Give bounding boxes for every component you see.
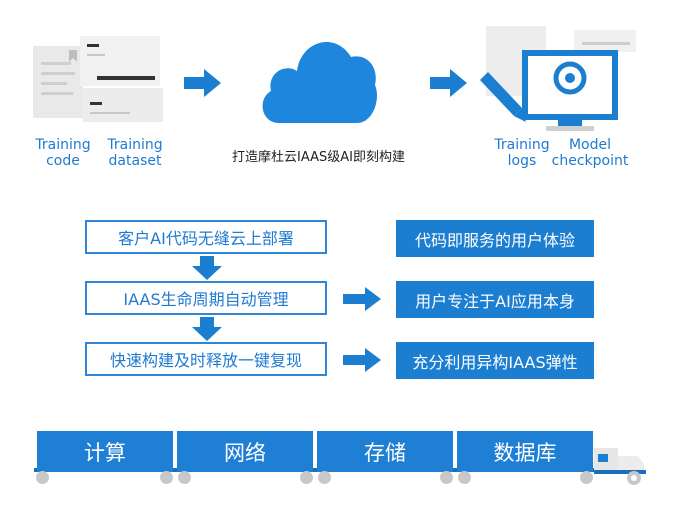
code-dataset-docs-icon (33, 36, 163, 122)
train-wheel (318, 471, 331, 484)
train-wheel (300, 471, 313, 484)
arrow-right-icon (430, 69, 467, 97)
benefit-label: 代码即服务的用户体验 (414, 230, 575, 250)
train-wheel (160, 471, 173, 484)
train-wheel (580, 471, 593, 484)
cloud-icon (262, 42, 377, 123)
step-box-rebuild: 快速构建及时释放一键复现 (85, 342, 327, 376)
benefit-box-elasticity: 充分利用异构IAAS弹性 (396, 342, 594, 379)
train-car-compute: 计算 (37, 431, 173, 472)
train-car-network: 网络 (177, 431, 313, 472)
locomotive-icon (594, 448, 646, 485)
arrow-right-icon (343, 287, 381, 311)
step-label: 快速构建及时释放一键复现 (109, 351, 302, 370)
train-car-label: 计算 (84, 440, 126, 465)
benefit-label: 充分利用异构IAAS弹性 (412, 352, 578, 372)
train-car-database: 数据库 (457, 431, 593, 472)
step-box-deploy: 客户AI代码无缝云上部署 (85, 220, 327, 254)
logs-checkpoint-monitor-icon (480, 26, 636, 131)
step-box-lifecycle: IAAS生命周期自动管理 (85, 281, 327, 315)
benefit-box-code-as-service: 代码即服务的用户体验 (396, 220, 594, 257)
arrow-down-icon (192, 317, 222, 341)
train-wheel (178, 471, 191, 484)
train-car-label: 存储 (364, 440, 406, 465)
benefit-box-focus-ai: 用户专注于AI应用本身 (396, 281, 594, 318)
train-car-label: 网络 (224, 440, 266, 465)
train-wheel (458, 471, 471, 484)
train-wheel (36, 471, 49, 484)
benefit-label: 用户专注于AI应用本身 (415, 291, 575, 311)
step-label: IAAS生命周期自动管理 (123, 290, 289, 309)
cloud-caption: 打造摩杜云IAAS级AI即刻构建 (232, 150, 405, 165)
train-wheel (440, 471, 453, 484)
arrow-right-icon (184, 69, 221, 97)
arrow-down-icon (192, 256, 222, 280)
arrow-right-icon (343, 348, 381, 372)
train-car-label: 数据库 (493, 440, 557, 465)
train-car-storage: 存储 (317, 431, 453, 472)
step-label: 客户AI代码无缝云上部署 (118, 229, 294, 248)
